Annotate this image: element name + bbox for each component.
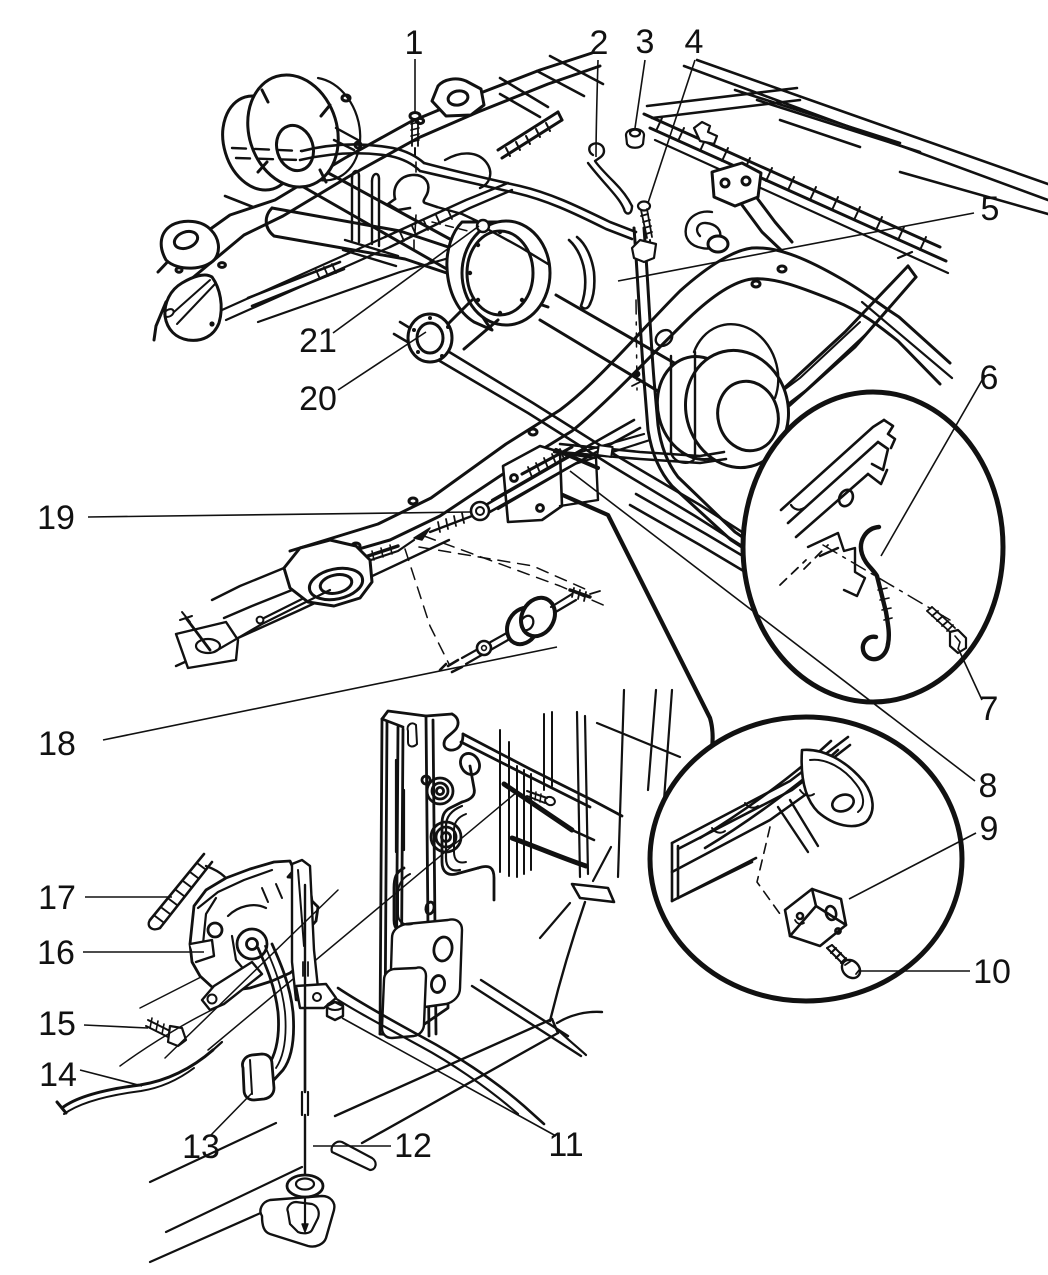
svg-text:19: 19 [37,499,75,537]
svg-text:6: 6 [980,359,999,397]
svg-text:12: 12 [394,1127,432,1165]
svg-text:16: 16 [37,934,75,972]
svg-text:1: 1 [405,24,424,62]
svg-text:13: 13 [182,1128,220,1166]
svg-text:20: 20 [299,380,337,418]
svg-text:3: 3 [636,23,655,61]
svg-text:7: 7 [980,690,999,728]
svg-text:18: 18 [38,725,76,763]
svg-text:17: 17 [38,879,76,917]
svg-text:21: 21 [299,322,337,360]
svg-text:5: 5 [981,190,1000,228]
svg-text:9: 9 [980,810,999,848]
svg-text:8: 8 [979,767,998,805]
svg-text:2: 2 [590,24,609,62]
svg-text:15: 15 [38,1005,76,1043]
svg-text:10: 10 [973,953,1011,991]
svg-text:4: 4 [685,23,704,61]
svg-text:14: 14 [39,1056,77,1094]
svg-text:11: 11 [548,1126,583,1164]
